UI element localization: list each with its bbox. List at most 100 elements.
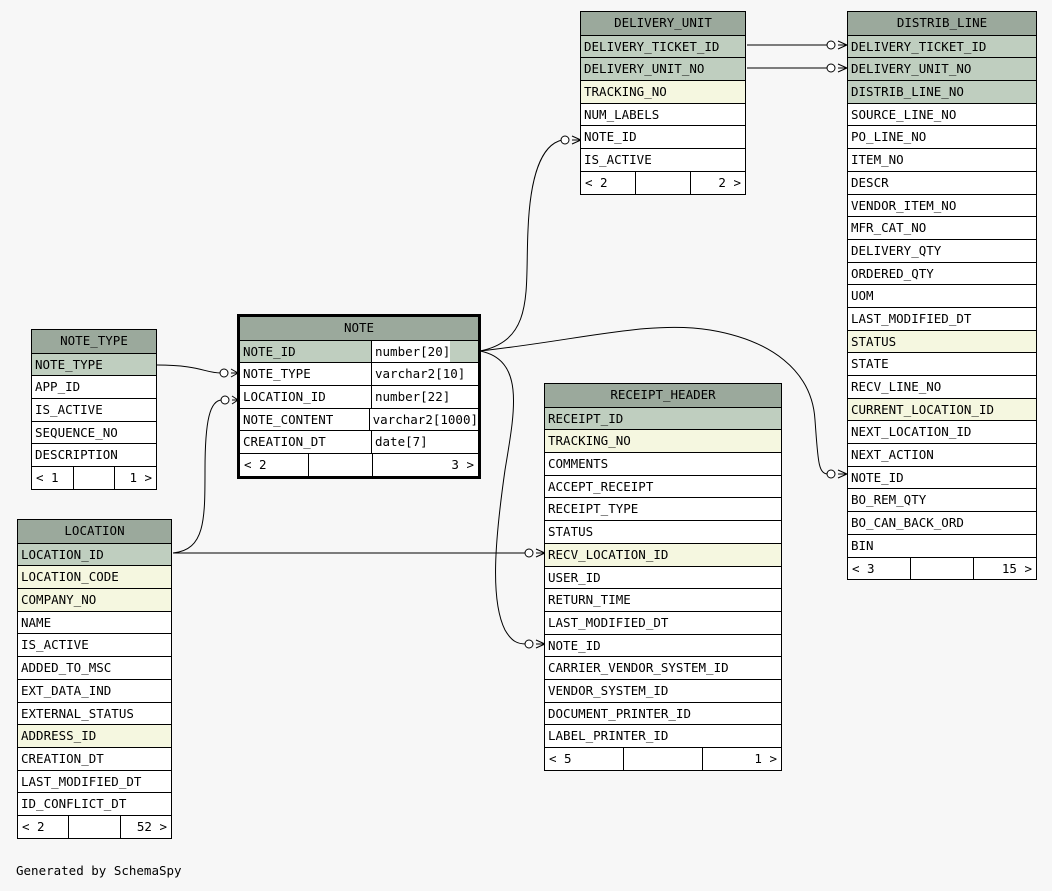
column-row[interactable]: DOCUMENT_PRINTER_ID — [545, 701, 781, 725]
column-row[interactable]: EXTERNAL_STATUS — [18, 701, 171, 725]
column-row[interactable]: UOM — [848, 284, 1036, 307]
column-row[interactable]: IS_ACTIVE — [18, 633, 171, 656]
fk-crowfoot-marker — [837, 469, 849, 479]
child-count[interactable]: 52 > — [136, 818, 167, 834]
column-row[interactable]: MFR_CAT_NO — [848, 216, 1036, 239]
column-row[interactable]: NOTE_TYPE varchar2[10] — [240, 362, 478, 386]
parent-count[interactable]: < 5 — [549, 751, 572, 766]
table-location[interactable]: LOCATION LOCATION_ID LOCATION_CODE COMPA… — [17, 519, 172, 839]
column-row[interactable]: DELIVERY_QTY — [848, 238, 1036, 262]
table-note[interactable]: NOTE NOTE_ID number[20] NOTE_TYPE varcha… — [237, 314, 481, 479]
column-row[interactable]: NOTE_ID number[20] — [240, 339, 478, 363]
column-row[interactable]: IS_ACTIVE — [32, 398, 156, 421]
column-name: LOCATION_ID — [240, 386, 372, 408]
column-row[interactable]: LOCATION_ID number[22] — [240, 385, 478, 408]
column-row[interactable]: ORDERED_QTY — [848, 261, 1036, 285]
fk-optional-marker — [826, 63, 836, 73]
column-row[interactable]: ID_CONFLICT_DT — [18, 792, 171, 815]
column-row[interactable]: LABEL_PRINTER_ID — [545, 724, 781, 747]
column-row[interactable]: CURRENT_LOCATION_ID — [848, 397, 1036, 421]
column-row[interactable]: DELIVERY_UNIT_NO — [848, 57, 1036, 81]
column-row[interactable]: SEQUENCE_NO — [32, 420, 156, 444]
table-header[interactable]: DISTRIB_LINE — [848, 12, 1036, 35]
column-row[interactable]: CREATION_DT date[7] — [240, 430, 478, 454]
child-count[interactable]: 2 > — [718, 174, 741, 190]
column-row[interactable]: BO_CAN_BACK_ORD — [848, 511, 1036, 534]
column-row[interactable]: TRACKING_NO — [581, 80, 745, 103]
column-row[interactable]: PO_LINE_NO — [848, 125, 1036, 148]
column-row[interactable]: NUM_LABELS — [581, 102, 745, 126]
parent-count[interactable]: < 2 — [22, 818, 45, 834]
column-row[interactable]: STATUS — [848, 329, 1036, 353]
column-row[interactable]: IS_ACTIVE — [581, 148, 745, 171]
column-row[interactable]: NOTE_ID — [581, 125, 745, 148]
table-receipt-header[interactable]: RECEIPT_HEADER RECEIPT_ID TRACKING_NO CO… — [544, 383, 782, 771]
child-count[interactable]: 1 > — [129, 470, 153, 486]
column-row[interactable]: DISTRIB_LINE_NO — [848, 80, 1036, 103]
column-row[interactable]: VENDOR_SYSTEM_ID — [545, 678, 781, 702]
column-row[interactable]: NOTE_ID — [545, 633, 781, 657]
column-row[interactable]: CARRIER_VENDOR_SYSTEM_ID — [545, 656, 781, 679]
table-delivery-unit[interactable]: DELIVERY_UNIT DELIVERY_TICKET_ID DELIVER… — [580, 11, 746, 195]
column-row[interactable]: APP_ID — [32, 375, 156, 398]
column-row[interactable]: TRACKING_NO — [545, 429, 781, 453]
column-row[interactable]: COMMENTS — [545, 452, 781, 475]
table-header[interactable]: LOCATION — [18, 520, 171, 543]
column-row[interactable]: LAST_MODIFIED_DT — [545, 610, 781, 634]
column-name: NOTE_TYPE — [240, 363, 372, 386]
column-row[interactable]: NOTE_CONTENT varchar2[1000] — [240, 407, 478, 431]
table-header[interactable]: NOTE_TYPE — [32, 330, 156, 353]
column-row[interactable]: NEXT_LOCATION_ID — [848, 420, 1036, 443]
column-row[interactable]: NAME — [18, 610, 171, 634]
table-note-type[interactable]: NOTE_TYPE NOTE_TYPE APP_ID IS_ACTIVE SEQ… — [31, 329, 157, 490]
column-row[interactable]: LAST_MODIFIED_DT — [18, 769, 171, 793]
column-row[interactable]: DELIVERY_UNIT_NO — [581, 57, 745, 81]
column-row[interactable]: ACCEPT_RECEIPT — [545, 474, 781, 498]
column-row[interactable]: COMPANY_NO — [18, 588, 171, 611]
column-row[interactable]: RETURN_TIME — [545, 588, 781, 611]
table-header[interactable]: RECEIPT_HEADER — [545, 384, 781, 407]
column-row[interactable]: DELIVERY_TICKET_ID — [581, 34, 745, 58]
column-row[interactable]: NOTE_ID — [848, 465, 1036, 489]
column-row[interactable]: VENDOR_ITEM_NO — [848, 193, 1036, 217]
column-row[interactable]: DESCR — [848, 170, 1036, 194]
column-row[interactable]: ITEM_NO — [848, 148, 1036, 171]
column-row[interactable]: LAST_MODIFIED_DT — [848, 306, 1036, 330]
column-row[interactable]: USER_ID — [545, 565, 781, 589]
column-type: number[20] — [372, 340, 451, 363]
table-header[interactable]: DELIVERY_UNIT — [581, 12, 745, 35]
column-row[interactable]: STATE — [848, 352, 1036, 375]
child-count[interactable]: 1 > — [754, 751, 777, 766]
column-row[interactable]: RECEIPT_TYPE — [545, 497, 781, 520]
table-header[interactable]: NOTE — [240, 317, 478, 340]
column-row[interactable]: RECV_LINE_NO — [848, 375, 1036, 398]
column-row[interactable]: DESCRIPTION — [32, 443, 156, 466]
fk-optional-marker — [826, 469, 836, 479]
column-row[interactable]: ADDED_TO_MSC — [18, 656, 171, 679]
column-row[interactable]: BO_REM_QTY — [848, 488, 1036, 511]
column-row[interactable]: LOCATION_CODE — [18, 565, 171, 589]
column-row[interactable]: LOCATION_ID — [18, 542, 171, 566]
column-row[interactable]: RECV_LOCATION_ID — [545, 542, 781, 566]
parent-count[interactable]: < 2 — [585, 174, 608, 190]
column-row[interactable]: NOTE_TYPE — [32, 352, 156, 376]
parent-count[interactable]: < 3 — [852, 560, 875, 576]
column-name: NOTE_CONTENT — [240, 408, 370, 431]
column-row[interactable]: NEXT_ACTION — [848, 443, 1036, 466]
column-row[interactable]: EXT_DATA_IND — [18, 678, 171, 702]
column-row[interactable]: RECEIPT_ID — [545, 406, 781, 430]
column-row[interactable]: STATUS — [545, 520, 781, 543]
column-row[interactable]: DELIVERY_TICKET_ID — [848, 34, 1036, 58]
parent-count[interactable]: < 2 — [244, 457, 267, 473]
column-row[interactable]: ADDRESS_ID — [18, 724, 171, 747]
parent-count[interactable]: < 1 — [36, 470, 59, 486]
fk-line-note-delivery-unit — [479, 139, 563, 352]
fk-optional-marker — [219, 368, 229, 378]
table-distrib-line[interactable]: DISTRIB_LINE DELIVERY_TICKET_ID DELIVERY… — [847, 11, 1037, 581]
child-count[interactable]: 3 > — [451, 457, 474, 473]
table-footer: < 1 1 > — [32, 466, 156, 489]
column-row[interactable]: BIN — [848, 533, 1036, 557]
child-count[interactable]: 15 > — [1001, 560, 1032, 576]
column-row[interactable]: SOURCE_LINE_NO — [848, 102, 1036, 126]
column-row[interactable]: CREATION_DT — [18, 746, 171, 770]
